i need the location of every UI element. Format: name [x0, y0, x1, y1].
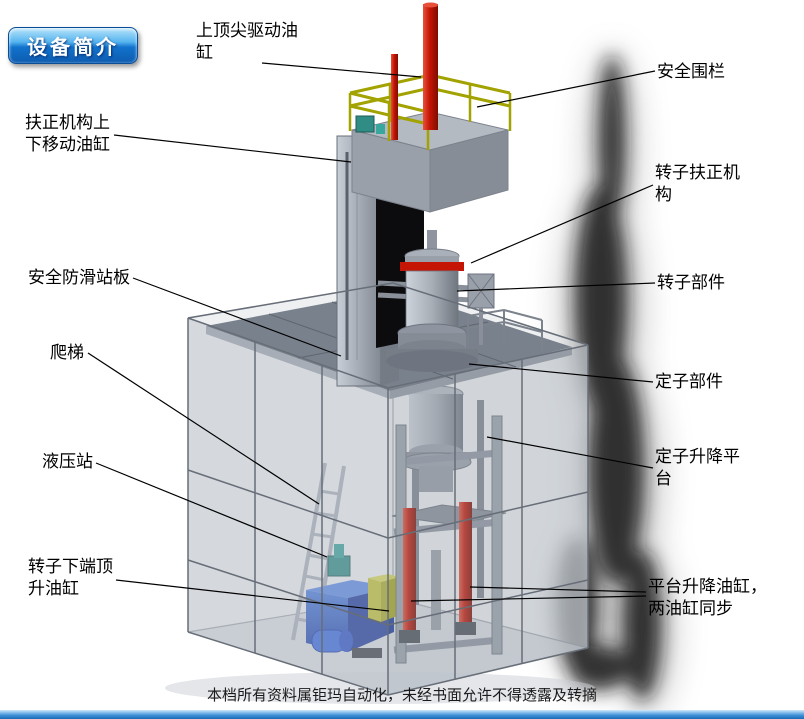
callout-anti-slip-standing-plate: 安全防滑站板: [28, 268, 130, 287]
bottom-accent-bar: [0, 710, 804, 719]
callout-centering-mechanism-lift-cylinder: 扶正机构上下移动油缸: [25, 113, 110, 155]
title-badge: 设备简介: [8, 27, 138, 64]
stator-tower-shape: [391, 385, 507, 664]
copyright-note: 本档所有资料属钜玛自动化，未经书面允许不得透露及转摘: [206, 687, 597, 704]
rotor-assembly-shape: [386, 230, 478, 372]
callout-top-tip-drive-cylinder: 上顶尖驱动油缸: [196, 21, 298, 63]
callout-safety-fence: 安全围栏: [657, 62, 725, 81]
leader-lines: [87, 62, 656, 612]
top-drive-cylinder-shape: [391, 2, 438, 140]
cage-frame: [187, 282, 589, 696]
callout-stator-lifting-platform: 定子升降平台: [655, 447, 740, 489]
callout-hydraulic-station: 液压站: [42, 452, 93, 471]
callout-rotor-component: 转子部件: [657, 273, 725, 292]
callout-ladder: 爬梯: [50, 343, 84, 362]
plate-railing: [467, 308, 543, 352]
callout-platform-lifting-cylinders: 平台升降油缸，两油缸同步: [648, 577, 767, 619]
cage-walls: [188, 318, 588, 695]
callout-rotor-bottom-jacking-cylinder: 转子下端顶升油缸: [28, 557, 113, 599]
control-box-small: [376, 124, 385, 134]
control-box: [355, 115, 375, 133]
callout-rotor-centering-mechanism: 转子扶正机构: [655, 163, 740, 205]
callout-stator-component: 定子部件: [655, 372, 723, 391]
